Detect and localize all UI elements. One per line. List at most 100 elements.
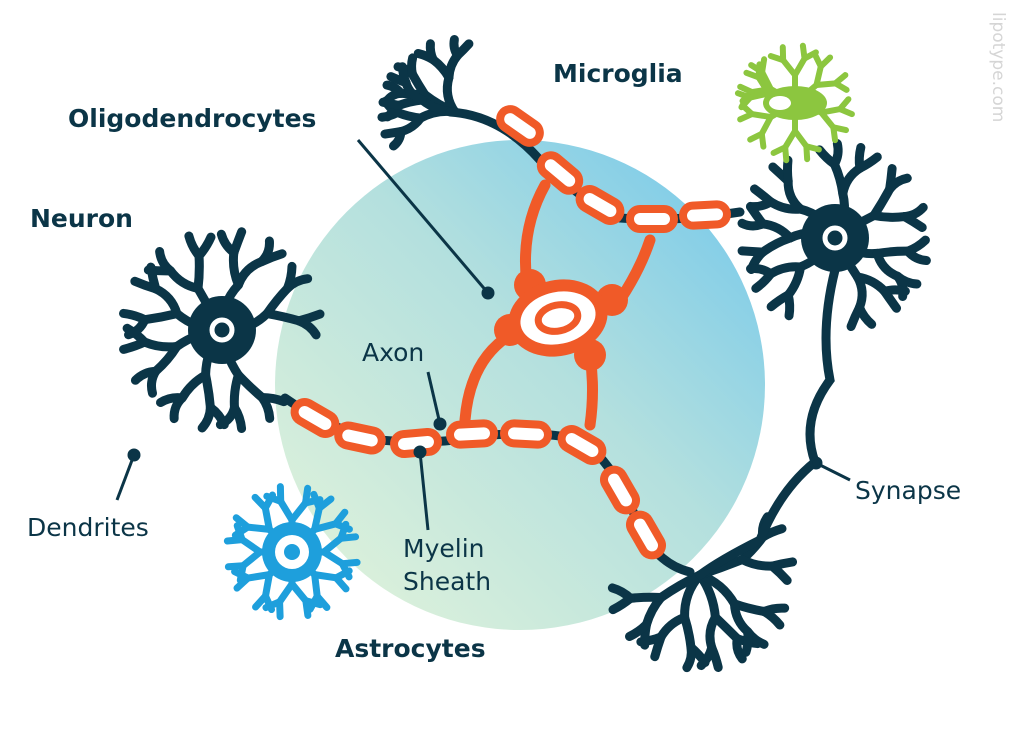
branch (283, 274, 313, 293)
branch (315, 495, 335, 512)
microglia-soma (763, 86, 827, 120)
branch (442, 73, 460, 117)
branch (741, 627, 753, 657)
branch (337, 533, 360, 542)
branch (737, 83, 755, 96)
neuron-right-soma (801, 204, 869, 272)
myelin-segment (334, 421, 386, 455)
branch (233, 257, 266, 290)
branch (252, 592, 270, 611)
branch (750, 184, 776, 207)
branch (224, 562, 247, 571)
branch (837, 106, 855, 118)
branch (747, 130, 765, 143)
branch (832, 80, 850, 93)
branch (425, 39, 438, 65)
label-astrocytes: Astrocytes (335, 634, 486, 663)
branch (680, 612, 696, 652)
branch (197, 402, 215, 433)
branch (193, 251, 204, 293)
branch (151, 284, 182, 319)
branch (378, 97, 404, 110)
branch (119, 308, 150, 325)
branch (770, 144, 789, 156)
branch (705, 612, 720, 653)
myelin-segment (290, 398, 340, 438)
branch (155, 246, 176, 276)
oligodendrocyte-soma (494, 269, 628, 371)
branch (855, 152, 882, 173)
branch (872, 248, 903, 281)
branch (696, 643, 717, 671)
branch (177, 370, 211, 403)
branch (380, 127, 406, 139)
branch (407, 53, 418, 79)
branch (803, 143, 811, 163)
neuron-left-soma (188, 296, 256, 364)
myelin-segment (557, 425, 607, 465)
branch (256, 249, 287, 267)
myelin-segment (496, 105, 544, 147)
myelin-segment (626, 510, 666, 560)
branch (755, 61, 763, 81)
branch (146, 262, 161, 294)
branch (880, 286, 902, 313)
myelin-segment (536, 151, 584, 195)
label-axon: Axon (362, 338, 424, 367)
branch (229, 370, 243, 413)
label-dendrites: Dendrites (27, 513, 149, 542)
branch (830, 124, 839, 144)
branch (759, 606, 785, 630)
branch (829, 139, 843, 169)
myelin-segment (679, 200, 731, 230)
myelin-segment (446, 419, 498, 449)
branch (397, 62, 411, 88)
branch (625, 592, 666, 603)
branch (734, 90, 754, 101)
myelin-segment (626, 205, 678, 233)
neuron-bottom-dendrites (607, 512, 798, 673)
branch (229, 227, 247, 258)
branch (140, 309, 182, 325)
branch (332, 574, 350, 593)
branch (453, 39, 474, 60)
label-myelin: Myelin (403, 534, 484, 563)
myelin-segment (600, 465, 640, 515)
branch (294, 316, 321, 340)
branch (817, 54, 834, 70)
branch (656, 612, 690, 642)
label-oligodendrocytes: Oligodendrocytes (68, 104, 316, 133)
branch (156, 393, 187, 408)
branch (140, 337, 182, 352)
watermark: lipotype.com (988, 12, 1008, 122)
branch (853, 272, 867, 313)
label-neuron: Neuron (30, 204, 133, 233)
branch (900, 212, 927, 233)
branch (607, 583, 635, 603)
branch (232, 514, 252, 531)
neuron-right-dendrites (737, 139, 931, 332)
branch (846, 303, 864, 332)
branch (737, 246, 768, 257)
neuron-top-dendrites (377, 34, 474, 151)
branch (332, 520, 353, 533)
branch (782, 155, 793, 186)
branch (682, 642, 696, 673)
branch (767, 561, 792, 586)
branch (737, 555, 777, 571)
pointer-lines (115, 139, 851, 531)
branch (257, 393, 275, 423)
branch (869, 211, 910, 222)
branch (201, 370, 215, 412)
branch (732, 634, 747, 664)
label-sheath: Sheath (403, 567, 491, 596)
myelin-sheath-segments (290, 105, 731, 560)
myelin-segment (500, 419, 552, 449)
branch (766, 290, 793, 312)
branch (746, 264, 776, 279)
branch (759, 56, 768, 76)
branch (903, 246, 931, 266)
branch (625, 619, 652, 641)
branch (382, 80, 406, 98)
